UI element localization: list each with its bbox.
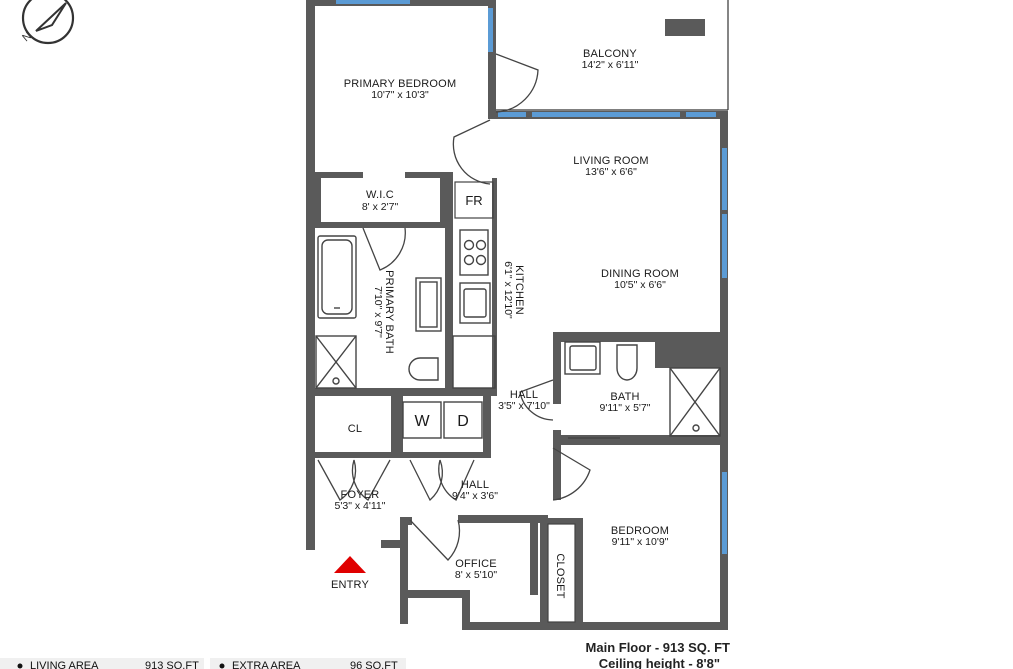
room-label-primary-bath: PRIMARY BATH 7'10" x 9'7" <box>372 270 395 354</box>
svg-text:8' x 2'7": 8' x 2'7" <box>362 201 399 213</box>
ceiling-height: Ceiling height - 8'8" <box>599 656 720 669</box>
svg-text:7'10" x 9'7": 7'10" x 9'7" <box>372 286 384 338</box>
room-label-hall-upper: HALL 3'5" x 7'10" <box>498 389 550 412</box>
svg-text:N: N <box>20 30 34 44</box>
kitchen-fixtures <box>452 229 496 389</box>
footer: Main Floor - 913 SQ. FT Ceiling height -… <box>586 640 731 669</box>
door-swings <box>317 53 591 561</box>
room-label-fr: FR <box>454 181 494 219</box>
entry-marker: ENTRY <box>331 556 370 591</box>
svg-text:PRIMARY BEDROOM: PRIMARY BEDROOM <box>344 78 457 90</box>
washer-label: W <box>414 413 430 430</box>
svg-text:BALCONY: BALCONY <box>583 48 637 60</box>
room-label-dining-room: DINING ROOM 10'5" x 6'6" <box>601 268 679 291</box>
svg-text:DINING ROOM: DINING ROOM <box>601 268 679 280</box>
svg-text:13'6" x 6'6": 13'6" x 6'6" <box>585 166 637 178</box>
bath-fixtures <box>564 341 721 439</box>
svg-text:913 SQ.FT: 913 SQ.FT <box>145 660 199 669</box>
svg-text:HALL: HALL <box>510 389 538 401</box>
room-label-bedroom: BEDROOM 9'11" x 10'9" <box>611 525 669 548</box>
balcony-fixture <box>665 19 705 36</box>
svg-text:3'5" x 7'10": 3'5" x 7'10" <box>498 400 550 412</box>
compass-icon: N <box>20 0 75 44</box>
room-label-bath: BATH 9'11" x 5'7" <box>600 391 651 414</box>
room-label-hall-lower: HALL 9'4" x 3'6" <box>452 479 498 502</box>
svg-text:KITCHEN: KITCHEN <box>513 265 525 315</box>
svg-text:FOYER: FOYER <box>341 489 380 501</box>
room-label-balcony: BALCONY 14'2" x 6'11" <box>582 48 639 71</box>
room-label-foyer: FOYER 5'3" x 4'11" <box>335 489 386 512</box>
extra-area-box: EXTRA AREA 96 SQ.FT <box>210 658 406 669</box>
svg-text:W: W <box>414 413 430 430</box>
svg-text:9'4" x 3'6": 9'4" x 3'6" <box>452 490 498 502</box>
svg-text:CL: CL <box>348 423 362 435</box>
primary-bath-fixtures <box>315 235 442 389</box>
svg-text:LIVING ROOM: LIVING ROOM <box>573 155 649 167</box>
svg-text:8' x 5'10": 8' x 5'10" <box>455 569 497 581</box>
svg-text:HALL: HALL <box>461 479 489 491</box>
svg-text:OFFICE: OFFICE <box>455 558 497 570</box>
svg-text:FR: FR <box>465 193 482 208</box>
svg-text:9'11" x 10'9": 9'11" x 10'9" <box>612 536 669 548</box>
svg-text:BATH: BATH <box>610 391 639 403</box>
svg-text:10'5" x 6'6": 10'5" x 6'6" <box>614 279 666 291</box>
room-label-cl: CL <box>348 423 362 435</box>
svg-text:D: D <box>457 413 469 430</box>
laundry-units <box>402 401 483 439</box>
svg-text:LIVING AREA: LIVING AREA <box>30 660 99 669</box>
svg-text:PRIMARY BATH: PRIMARY BATH <box>383 270 395 354</box>
main-floor-summary: Main Floor - 913 SQ. FT <box>586 640 731 655</box>
room-label-primary-bedroom: PRIMARY BEDROOM 10'7" x 10'3" <box>344 78 457 101</box>
dryer-label: D <box>457 413 469 430</box>
svg-text:6'1" x 12'10": 6'1" x 12'10" <box>502 261 514 319</box>
svg-text:BEDROOM: BEDROOM <box>611 525 669 537</box>
svg-text:96 SQ.FT: 96 SQ.FT <box>350 660 398 669</box>
living-area-box: LIVING AREA 913 SQ.FT <box>0 658 204 669</box>
room-label-wic: W.I.C 8' x 2'7" <box>362 189 399 213</box>
svg-text:CLOSET: CLOSET <box>554 553 566 598</box>
svg-text:W.I.C: W.I.C <box>366 189 394 201</box>
svg-text:ENTRY: ENTRY <box>331 579 370 591</box>
room-label-living-room: LIVING ROOM 13'6" x 6'6" <box>573 155 649 178</box>
svg-text:9'11" x 5'7": 9'11" x 5'7" <box>600 402 651 414</box>
room-label-office: OFFICE 8' x 5'10" <box>455 558 497 581</box>
svg-text:EXTRA AREA: EXTRA AREA <box>232 660 301 669</box>
closet-interior <box>547 523 576 623</box>
svg-text:14'2" x 6'11": 14'2" x 6'11" <box>582 59 639 71</box>
room-label-closet: CLOSET <box>554 553 566 598</box>
room-label-kitchen: KITCHEN 6'1" x 12'10" <box>502 261 525 319</box>
windows <box>336 0 727 554</box>
svg-text:5'3" x 4'11": 5'3" x 4'11" <box>335 500 386 512</box>
svg-text:10'7" x 10'3": 10'7" x 10'3" <box>371 89 429 101</box>
